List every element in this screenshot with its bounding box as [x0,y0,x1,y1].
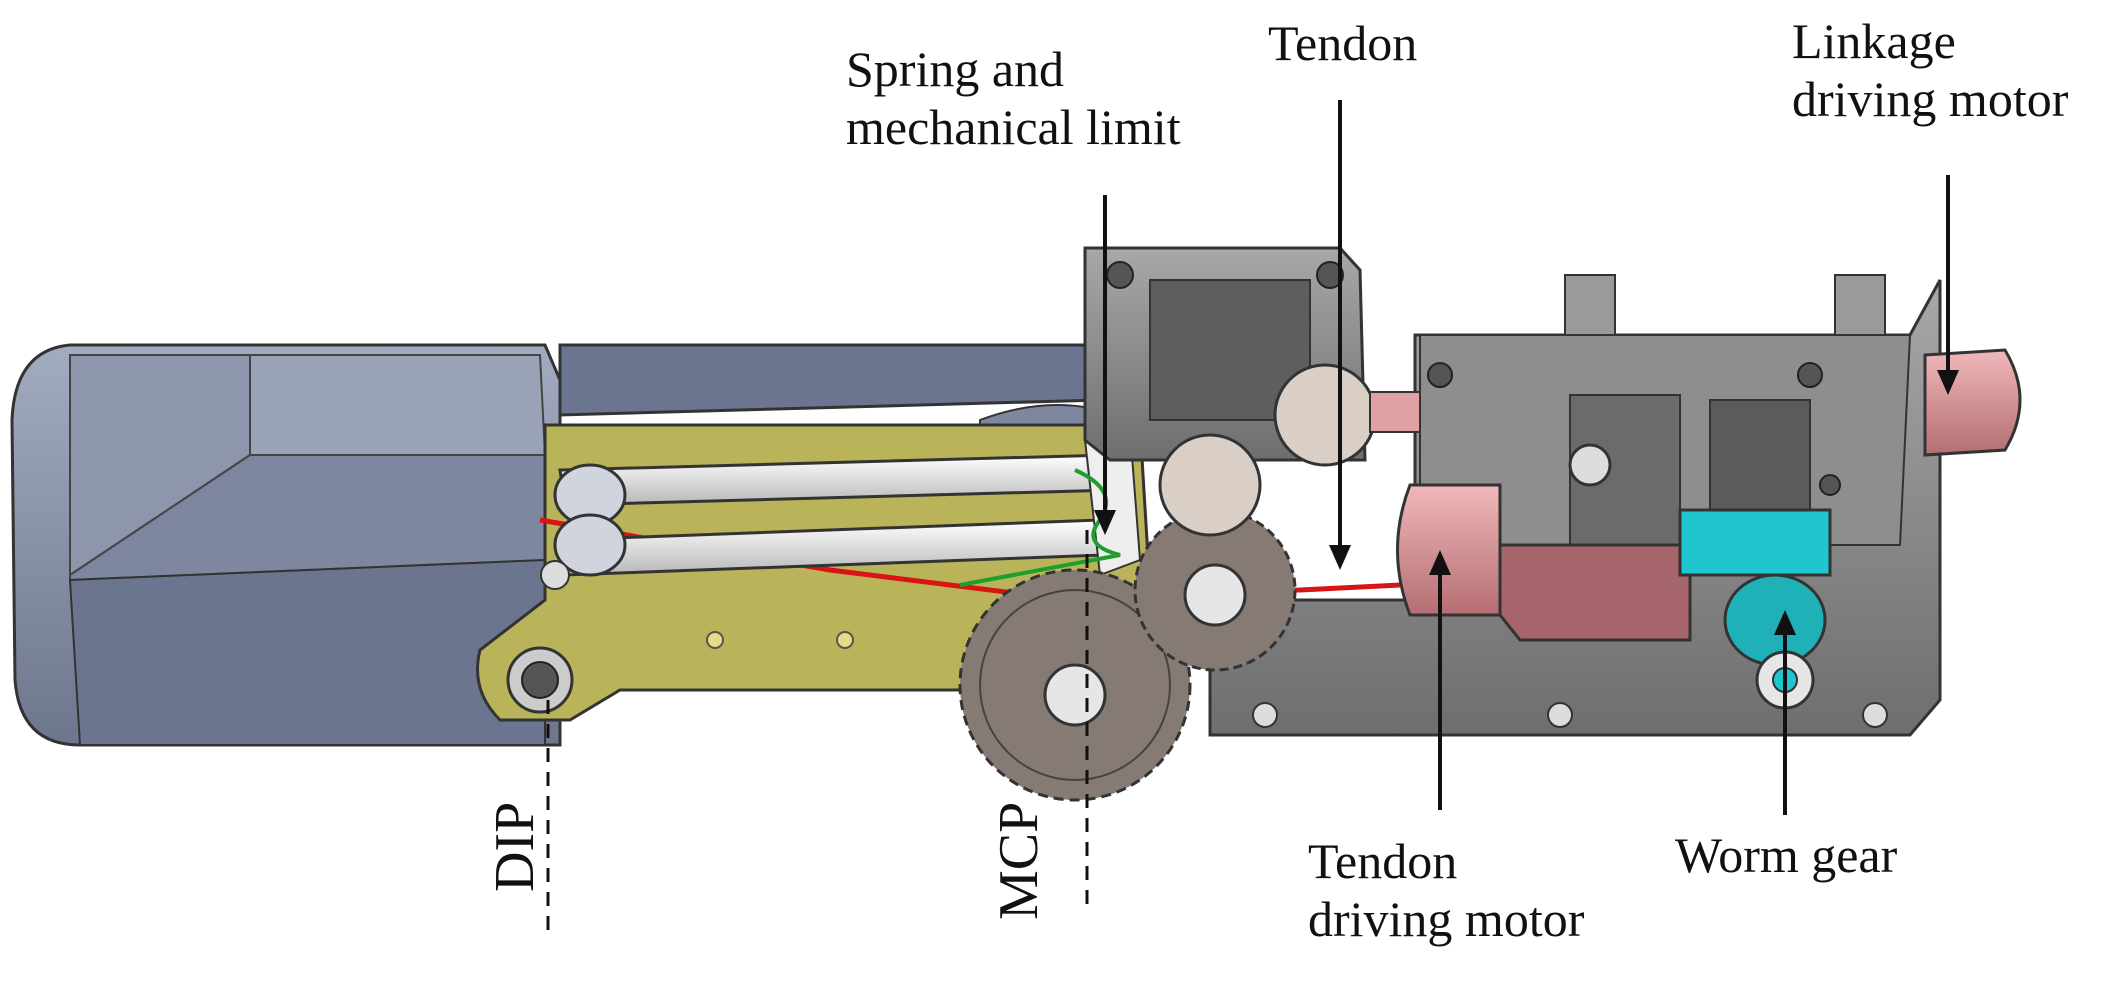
label-linkage-driving-motor: Linkage driving motor [1792,12,2068,128]
label-tendon-text: Tendon [1268,15,1418,71]
label-linkage-line2: driving motor [1792,71,2069,127]
joint-axis-lines [546,530,1089,930]
label-tendon: Tendon [1268,14,1417,72]
fingertip-shell [10,343,562,747]
label-tendon-motor-line1: Tendon [1308,833,1458,889]
annotation-arrows [1094,100,1959,815]
label-worm-gear-text: Worm gear [1675,827,1898,883]
label-mcp: MCP [988,801,1050,920]
label-linkage-line1: Linkage [1792,13,1956,69]
spur-gears [958,363,1421,802]
linkage-driving-motor [1923,348,2022,457]
label-dip-text: DIP [484,801,546,892]
label-tendon-motor-line2: driving motor [1308,891,1585,947]
parallel-links [540,428,1142,590]
label-mcp-text: MCP [988,801,1050,920]
tendon-driving-motor [1396,483,1692,642]
label-worm-gear: Worm gear [1675,826,1897,884]
label-dip: DIP [484,801,546,892]
label-tendon-driving-motor: Tendon driving motor [1308,832,1584,948]
label-spring-line2: mechanical limit [846,99,1181,155]
label-spring-line1: Spring and [846,41,1065,97]
label-spring-mechanical-limit: Spring and mechanical limit [846,40,1181,156]
